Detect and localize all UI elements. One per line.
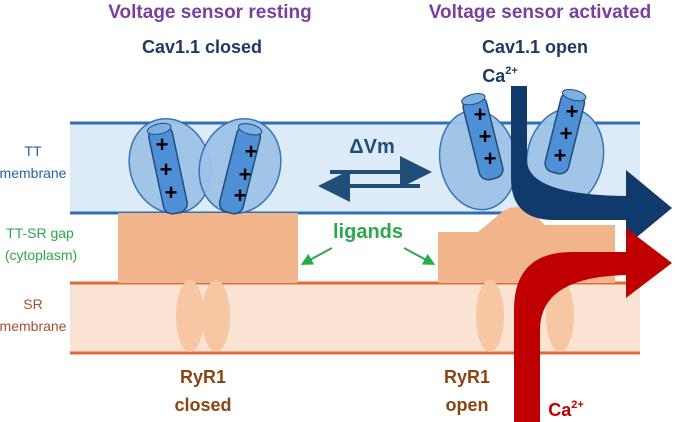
heading-left-state: Voltage sensor resting [108, 2, 311, 23]
voltage-sensor-left-1 [128, 117, 212, 215]
charge-plus: + [484, 146, 497, 171]
ryr1-left-cytoplasmic-domain [118, 213, 298, 283]
charge-plus: + [160, 157, 173, 182]
ryr1-left-tm-a [176, 280, 204, 352]
voltage-sensor-left-2 [198, 117, 282, 215]
charge-plus: + [560, 121, 573, 146]
heading-right-channel: Cav1.1 open [482, 37, 588, 57]
charge-plus: + [165, 180, 178, 205]
ryr1-right-label-line2: open [446, 395, 489, 415]
heading-right-state: Voltage sensor activated [429, 2, 651, 23]
tt-membrane-label-line1: TT [24, 143, 42, 159]
ligand-arrow-right [403, 247, 436, 265]
heading-left-channel: Cav1.1 closed [142, 37, 262, 57]
sr-membrane-label-line1: SR [23, 296, 42, 312]
ca-bottom-base: Ca [548, 400, 572, 420]
charge-plus: + [479, 124, 492, 149]
charge-plus: + [554, 143, 567, 168]
ca-bottom-charge: 2+ [571, 399, 584, 411]
ryr1-right-tm-a [476, 280, 504, 352]
ca-top-charge: 2+ [505, 65, 518, 77]
ligands-label: ligands [333, 221, 403, 243]
charge-plus: + [234, 183, 247, 208]
voltage-sensor-right-1 [438, 93, 518, 211]
ca-entry-arrow-shaft [511, 86, 632, 220]
ligand-arrow-left [300, 247, 333, 265]
charge-plus: + [239, 162, 252, 187]
ryr1-right-tm-b [546, 280, 574, 352]
gap-label-line1: TT-SR gap [6, 225, 74, 241]
ryr1-right-label-line1: RyR1 [444, 367, 490, 387]
ca-release-arrow-head [626, 228, 672, 298]
ca-top-label: Ca2+ [482, 65, 518, 86]
sr-membrane-label-line2: membrane [0, 318, 67, 334]
delta-vm-label: ΔVm [349, 136, 395, 158]
charge-plus: + [566, 99, 579, 124]
ca-bottom-label: Ca2+ [548, 399, 584, 420]
gap-label-line2: (cytoplasm) [5, 247, 77, 263]
charge-plus: + [245, 139, 258, 164]
ryr1-left-label-line1: RyR1 [180, 367, 226, 387]
ca-entry-arrow-head [626, 170, 672, 246]
charge-plus: + [156, 132, 169, 157]
charge-plus: + [474, 102, 487, 127]
tt-membrane-label-line2: membrane [0, 165, 67, 181]
ryr1-left-tm-b [202, 280, 230, 352]
ca-top-base: Ca [482, 66, 506, 86]
ryr1-left-label-line2: closed [174, 395, 231, 415]
ca-release-arrow-shaft [514, 252, 632, 422]
